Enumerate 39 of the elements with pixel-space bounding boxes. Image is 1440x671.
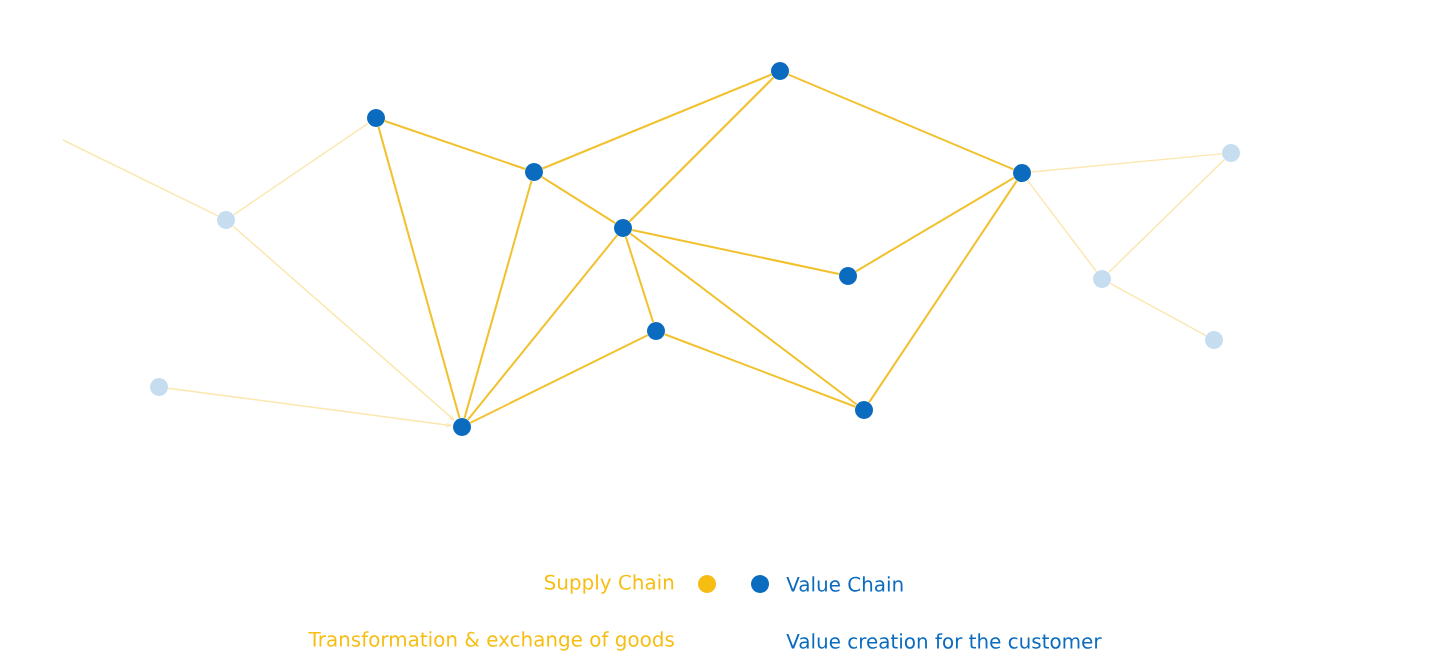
legend-label: Supply Chain <box>544 574 674 594</box>
connector-line <box>663 333 857 408</box>
network-dot <box>1093 270 1111 288</box>
connector-line <box>1030 153 1223 173</box>
connector-line <box>1026 179 1098 273</box>
connector-line <box>1109 282 1207 337</box>
network-dot <box>839 267 857 285</box>
connector-line <box>541 73 773 170</box>
connector-line <box>62 139 219 217</box>
connector-line <box>469 334 649 424</box>
network-dot <box>647 322 665 340</box>
connector-line <box>631 228 840 276</box>
network-dot <box>1222 144 1240 162</box>
connector-line <box>629 232 858 406</box>
connector-line <box>540 175 617 225</box>
legend-label: Value Chain <box>786 576 903 592</box>
network-dot <box>771 62 789 80</box>
network-dot <box>855 401 873 419</box>
network-dot <box>1205 331 1223 349</box>
connector-line <box>463 179 533 420</box>
connector-line <box>628 76 775 223</box>
connector-line <box>232 122 370 216</box>
connector-line <box>624 235 655 324</box>
connector-line <box>377 125 461 420</box>
network-dot <box>525 163 543 181</box>
connector-line <box>383 119 527 170</box>
connector-line <box>787 73 1015 171</box>
caption-text: Value creation for the customer <box>786 633 1102 649</box>
connector-line <box>868 179 1018 404</box>
network-dot <box>367 109 385 127</box>
network-dot <box>453 418 471 436</box>
connector-line <box>466 234 619 421</box>
network-dot <box>614 219 632 237</box>
connector-line <box>1107 158 1226 274</box>
network-dot <box>1013 164 1031 182</box>
network-dot <box>217 211 235 229</box>
network-dot <box>150 378 168 396</box>
connector-line <box>854 176 1016 273</box>
caption-text: Transformation & exchange of goods <box>308 631 674 651</box>
